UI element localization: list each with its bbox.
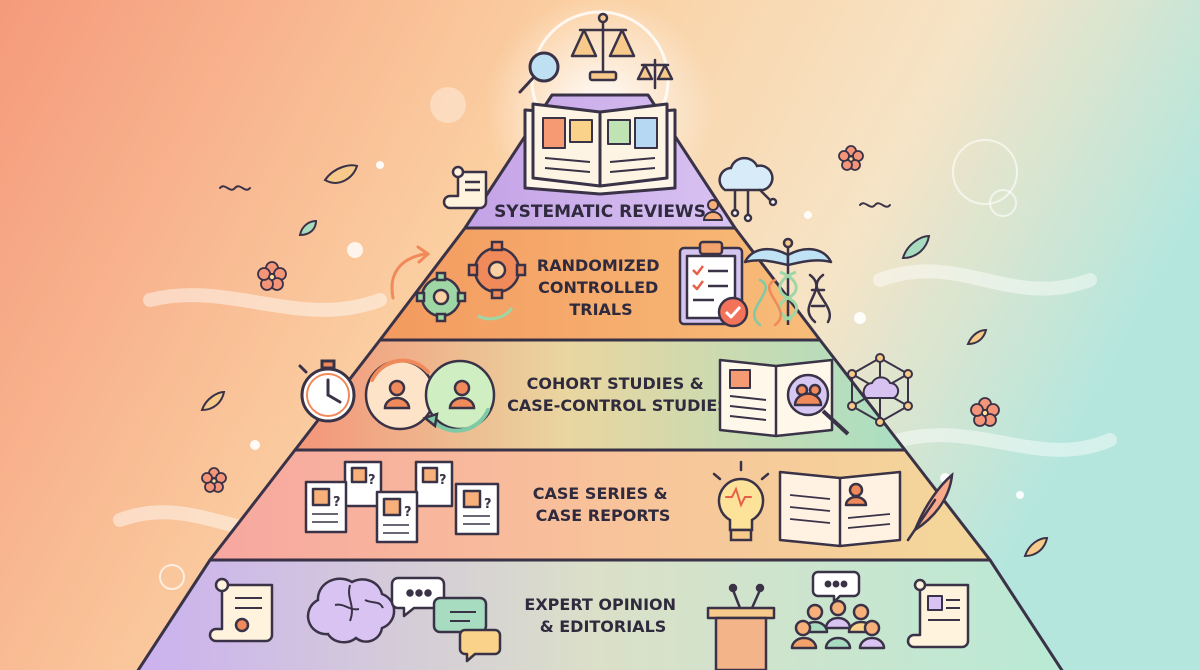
podium-icon xyxy=(706,583,776,670)
person-small-icon xyxy=(702,199,724,221)
sparkles xyxy=(159,87,1024,590)
stopwatch-icon xyxy=(298,359,356,423)
feather-icon xyxy=(906,472,954,542)
clipboard-checklist-icon xyxy=(678,240,749,328)
tier-label-5: EXPERT OPINION & EDITORIALS xyxy=(524,595,681,636)
audience-icon xyxy=(790,570,886,650)
svg-text:?: ? xyxy=(484,497,492,512)
caduceus-icon xyxy=(743,237,833,325)
svg-text:?: ? xyxy=(439,473,447,488)
certificate-icon xyxy=(208,577,274,643)
svg-text:?: ? xyxy=(333,495,341,510)
decorative-leaves xyxy=(200,164,1049,558)
dna-icon xyxy=(753,273,831,327)
decorative-flowers xyxy=(201,145,1000,493)
scales-of-justice-icon xyxy=(570,12,674,90)
profile-documents-icon: ?? ??? xyxy=(304,460,500,544)
gears-icon xyxy=(415,240,527,323)
book-magnifier-icon xyxy=(718,358,850,438)
svg-text:?: ? xyxy=(404,505,412,520)
hexagon-network-icon xyxy=(847,353,913,427)
open-book-icon xyxy=(523,102,677,196)
lightbulb-icon xyxy=(712,460,770,542)
svg-text:?: ? xyxy=(368,473,376,488)
background-swirls xyxy=(113,264,1117,540)
document-icon xyxy=(906,578,970,649)
tier-label-3: COHORT STUDIES & CASE-CONTROL STUDIES xyxy=(507,374,729,415)
speech-bubbles-icon xyxy=(390,576,502,663)
tier-label-1: SYSTEMATIC REVIEWS xyxy=(494,202,706,222)
profile-book-icon xyxy=(778,470,902,548)
cloud-network-icon xyxy=(718,156,778,223)
tier-label-4: CASE SERIES & CASE REPORTS xyxy=(533,484,673,525)
scroll-icon xyxy=(442,165,488,210)
magnifier-icon xyxy=(518,51,560,94)
brain-icon xyxy=(306,577,396,644)
people-cycle-icon xyxy=(364,358,496,433)
decorative-squiggles xyxy=(219,185,891,208)
tier-label-2: RANDOMIZED CONTROLLED TRIALS xyxy=(537,256,665,319)
refresh-arrow-icon xyxy=(390,245,431,300)
